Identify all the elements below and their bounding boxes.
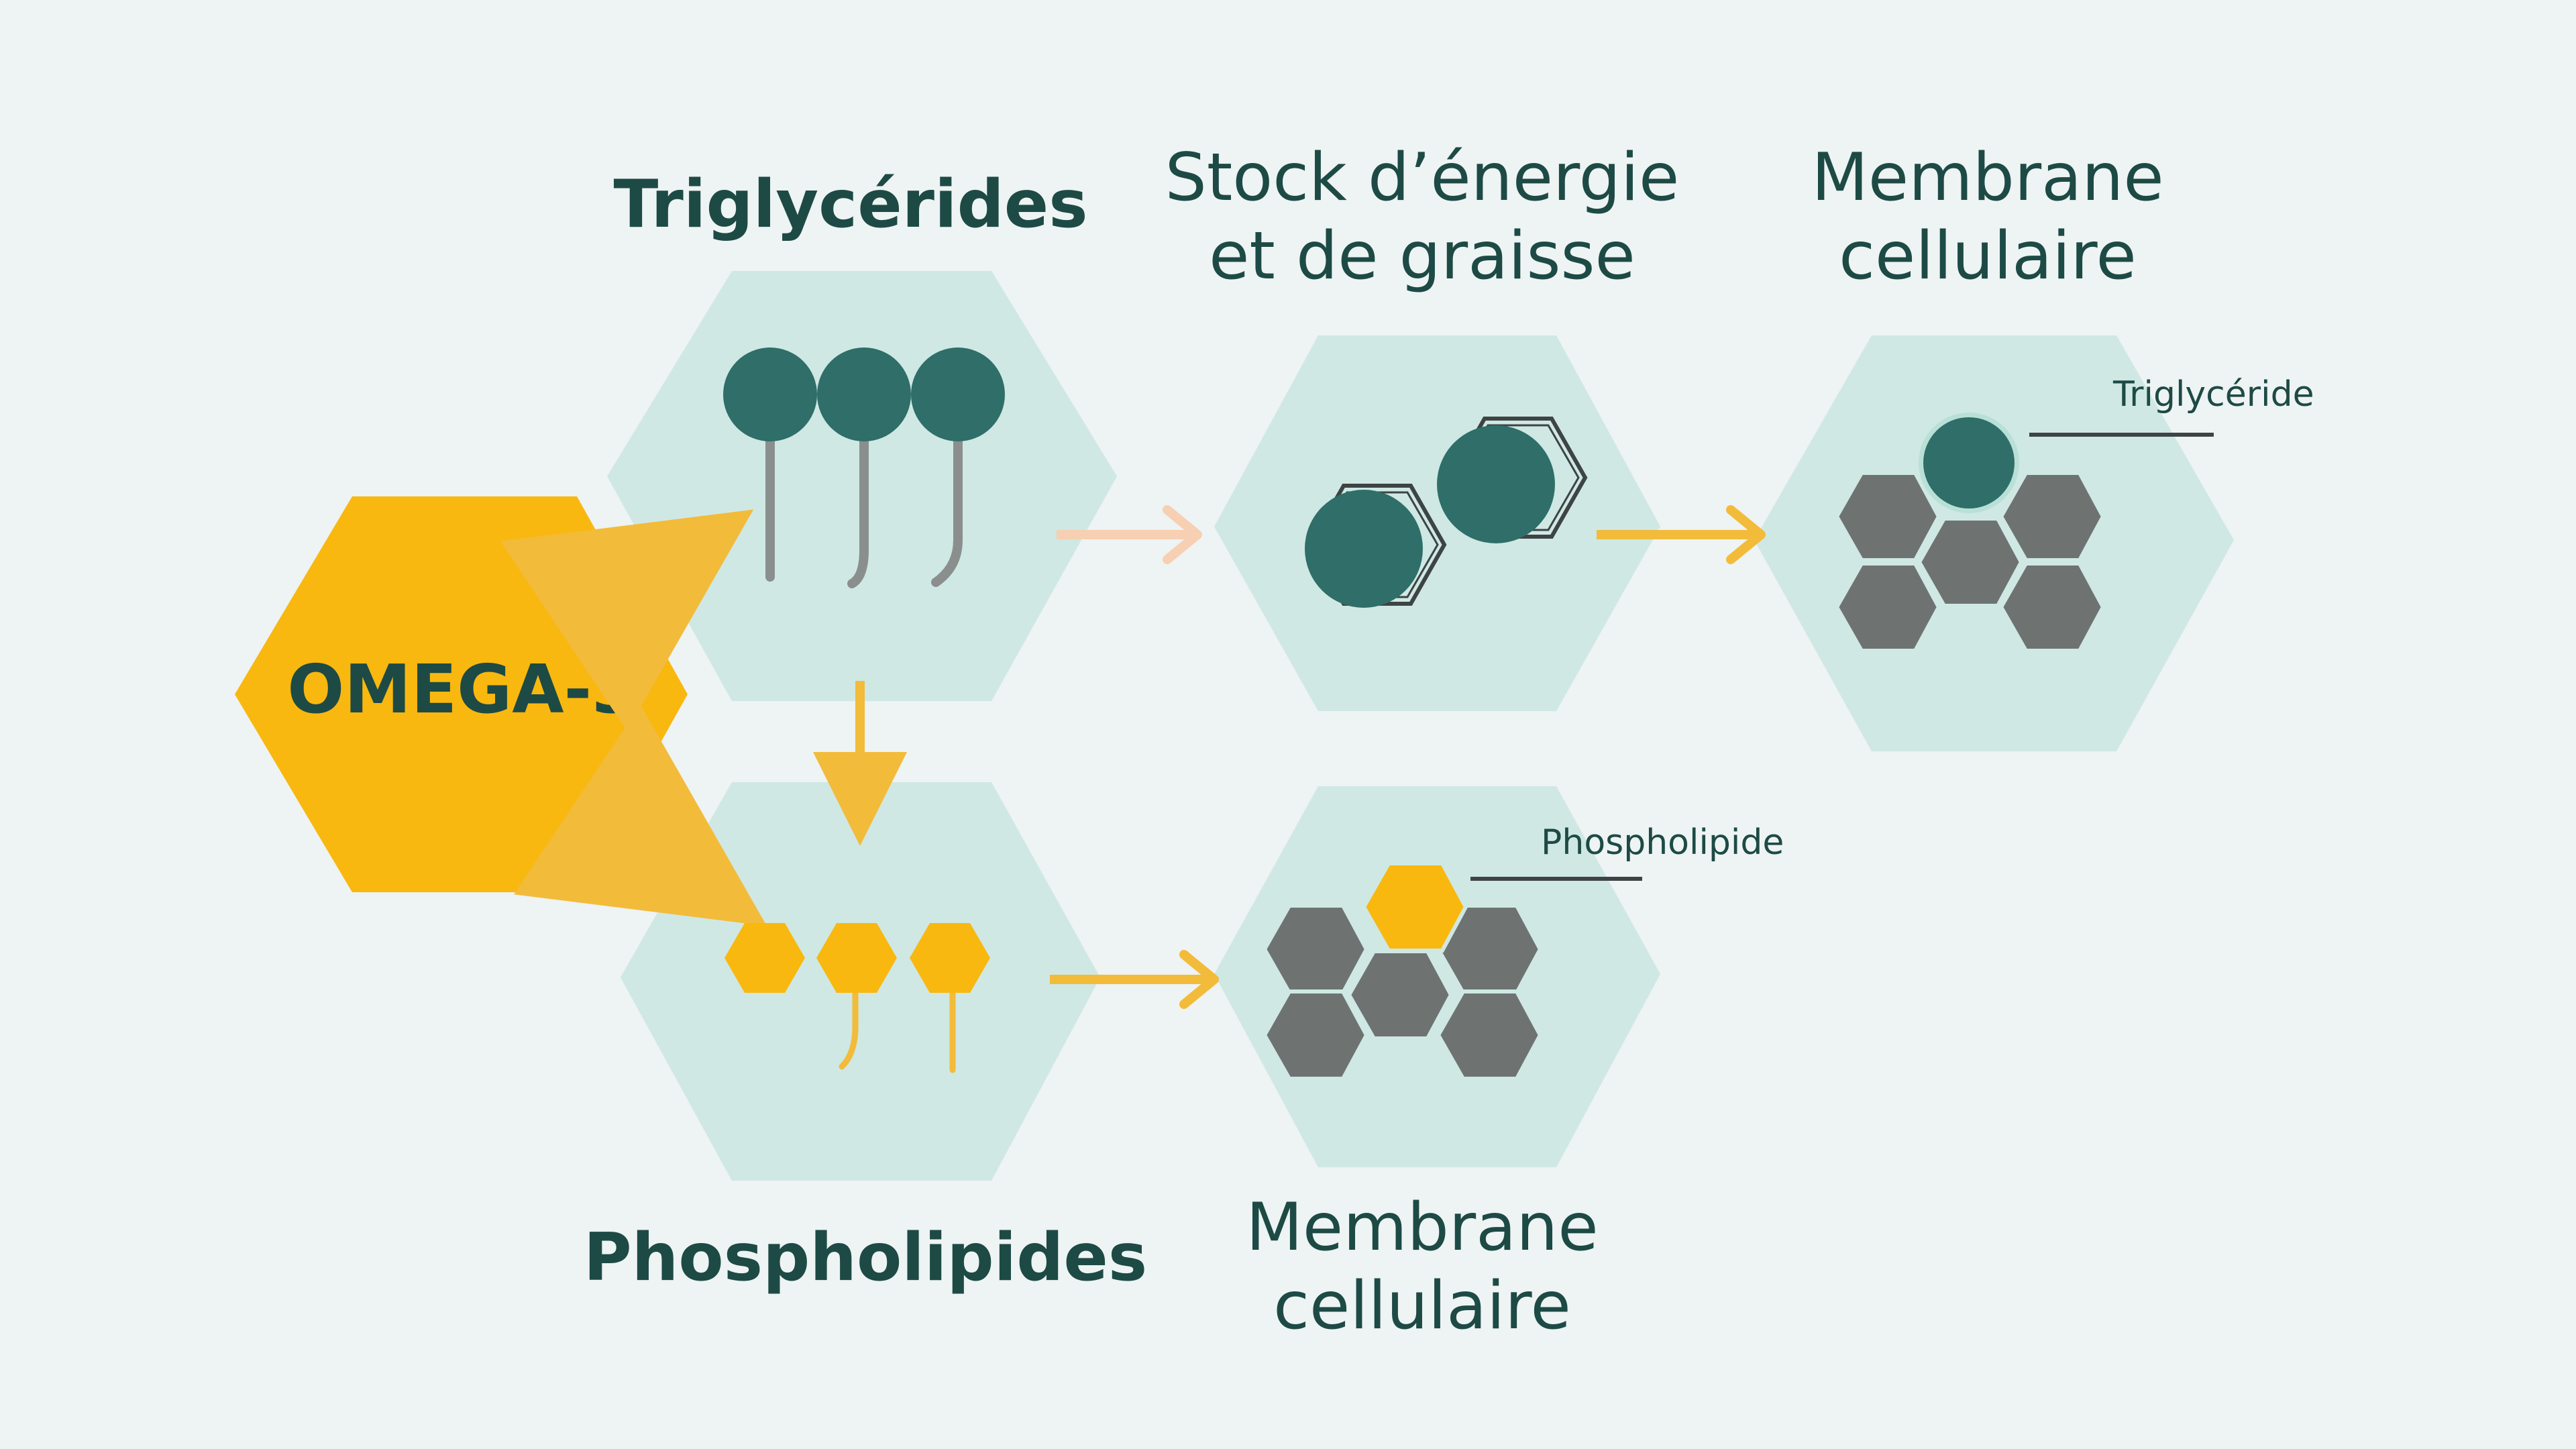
phospholipide-callout: Phospholipide [1541, 822, 1784, 863]
triglycerides-title: Triglycérides [613, 166, 1087, 243]
arrow-omega-to-triglycerides [500, 509, 754, 731]
phospholipides-title: Phospholipides [584, 1220, 1147, 1296]
triglyceride-callout: Triglycéride [2112, 374, 2314, 415]
arrow-triglycerides-to-storage-head [1163, 505, 1202, 564]
energy-storage-title-line1: Stock d’énergie [1165, 140, 1680, 216]
arrow-phospholipides-to-membrane-head [1179, 950, 1219, 1009]
triglyceride-molecules [723, 347, 1005, 588]
arrow-storage-to-membrane-head [1726, 505, 1766, 564]
membrane-top-cluster [1834, 413, 2214, 653]
omega3-label: OMEGA-3 [287, 650, 638, 729]
membrane-bottom-title-line1: Membrane [1246, 1189, 1598, 1266]
membrane-bottom-title-line2: cellulaire [1273, 1268, 1571, 1344]
membrane-bottom-cluster [1262, 861, 1642, 1081]
arrow-omega-to-phospholipides [513, 704, 767, 926]
energy-storage-droplets [1305, 417, 1588, 608]
energy-storage-hexagon [1214, 335, 1660, 711]
membrane-top-title-line2: cellulaire [1839, 218, 2137, 294]
energy-storage-title-line2: et de graisse [1209, 218, 1635, 294]
phospholipid-molecules [724, 923, 990, 1073]
membrane-top-title-line1: Membrane [1811, 140, 2163, 216]
